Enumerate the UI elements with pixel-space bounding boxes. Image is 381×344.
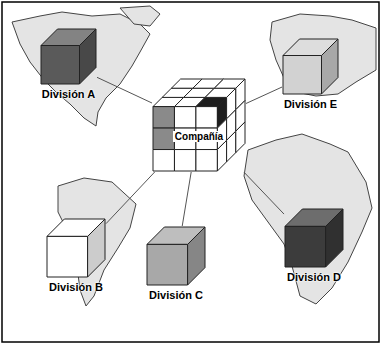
connector-line: [106, 172, 155, 224]
cube-side: [326, 209, 343, 267]
greenland: [120, 6, 160, 26]
company-cube: Compañía: [152, 78, 246, 172]
cube-shape: [46, 218, 106, 278]
cube-cell: [227, 131, 236, 162]
division-cube: División C: [146, 226, 206, 301]
cube-cell: [153, 128, 174, 149]
connector-line: [246, 87, 282, 103]
cube-side: [80, 29, 97, 84]
frame: [2, 2, 379, 342]
company-name: Compañía: [173, 131, 225, 142]
cube-cell: [153, 150, 174, 171]
division-name: División C: [146, 289, 206, 301]
cube-cell: [174, 150, 195, 171]
cube-side: [88, 219, 105, 277]
cube-cell: [153, 107, 174, 128]
cube-shape: [282, 38, 339, 95]
cube-shape: [40, 28, 97, 85]
division-cube: División B: [46, 218, 106, 293]
connector-line: [182, 172, 191, 226]
cube-side: [322, 39, 339, 94]
europe: [270, 14, 376, 96]
division-cube: División D: [284, 208, 344, 283]
division-name: División B: [46, 281, 106, 293]
cube-shape: [152, 78, 246, 172]
cube-front: [147, 244, 188, 285]
division-cube: División A: [40, 28, 97, 100]
cube-front: [283, 56, 322, 95]
cube-side: [188, 227, 205, 285]
cube-front: [47, 236, 88, 277]
cube-cell: [196, 150, 217, 171]
division-cube: División E: [282, 38, 339, 110]
cube-cell: [196, 107, 217, 128]
cube-front: [285, 226, 326, 267]
cube-front: [41, 46, 80, 85]
cube-cell: [174, 107, 195, 128]
cube-shape: [284, 208, 344, 268]
cube-shape: [146, 226, 206, 286]
africa: [244, 134, 372, 304]
cube-cell: [217, 140, 226, 171]
north-america: [12, 12, 150, 126]
connector-line: [97, 77, 152, 103]
division-name: División D: [284, 271, 344, 283]
cube-cell: [236, 122, 245, 153]
division-name: División E: [282, 98, 339, 110]
connector-line: [244, 172, 284, 214]
division-name: División A: [40, 88, 97, 100]
